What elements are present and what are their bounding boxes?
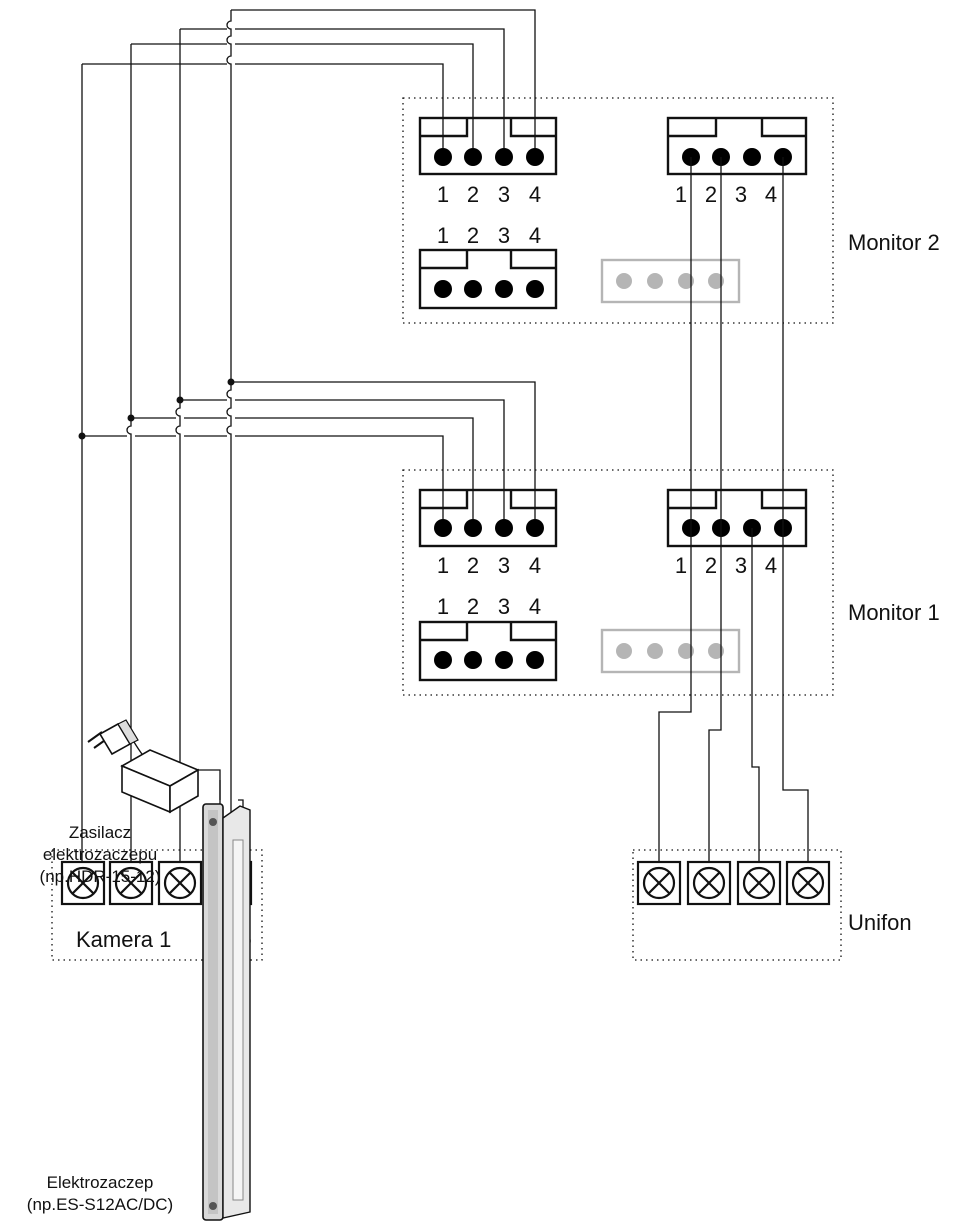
power-supply-label-line-1: Zasilacz xyxy=(69,823,131,842)
handset-unifon: Unifon xyxy=(632,849,912,961)
monitor-2-outline xyxy=(402,97,834,324)
camera-label: Kamera 1 xyxy=(76,927,171,952)
pin-label: 1 xyxy=(437,594,449,619)
monitor-1-bottom-left-connector: 1 2 3 4 xyxy=(418,594,558,682)
pin-label: 4 xyxy=(765,182,777,207)
camera-bus-wires xyxy=(78,9,536,862)
monitor-1-inactive-connector xyxy=(600,628,741,674)
handset-terminal-3 xyxy=(736,860,782,906)
monitor-2-bottom-left-connector: 1 2 3 4 xyxy=(418,223,558,310)
monitor-2-label: Monitor 2 xyxy=(848,230,940,255)
pin-label: 2 xyxy=(467,223,479,248)
pin-4 xyxy=(526,148,544,166)
handset-wires xyxy=(658,157,809,862)
handset-terminal-1 xyxy=(636,860,682,906)
monitor-1-top-right-connector: 1 2 3 4 xyxy=(666,488,808,578)
pin-label: 3 xyxy=(498,223,510,248)
pin-label: 3 xyxy=(498,182,510,207)
camera-terminal-1 xyxy=(60,860,106,906)
power-supply-label-line-2: elektrozaczepu xyxy=(43,845,157,864)
door-strike-label-line-2: (np.ES-S12AC/DC) xyxy=(27,1195,173,1214)
monitor-1-label: Monitor 1 xyxy=(848,600,940,625)
power-supply-box xyxy=(120,749,200,814)
door-strike-label-line-1: Elektrozaczep xyxy=(47,1173,154,1192)
pin-2 xyxy=(464,148,482,166)
monitor-1-outline xyxy=(402,469,834,696)
pin-label: 3 xyxy=(735,182,747,207)
pin-3 xyxy=(495,148,513,166)
door-strike-icon xyxy=(202,803,251,1221)
pin-label: 4 xyxy=(765,553,777,578)
pin-label: 4 xyxy=(529,594,541,619)
pin-label: 1 xyxy=(437,223,449,248)
pin-label: 4 xyxy=(529,553,541,578)
pin-label: 2 xyxy=(705,182,717,207)
handset-terminal-4 xyxy=(785,860,831,906)
pin-1 xyxy=(434,148,452,166)
monitor-2-top-right-connector: 1 2 3 4 xyxy=(666,116,808,207)
door-strike: Elektrozaczep (np.ES-S12AC/DC) xyxy=(27,803,251,1221)
power-supply: Zasilacz elektrozaczepu (np.HDR-15-12) xyxy=(40,719,244,948)
pin-label: 2 xyxy=(467,182,479,207)
pin-label: 1 xyxy=(675,182,687,207)
pin-label: 1 xyxy=(437,182,449,207)
monitor-2: 1 2 3 4 1 2 3 4 1 2 3 xyxy=(402,97,940,324)
pin-label: 1 xyxy=(437,553,449,578)
pin-label: 3 xyxy=(498,594,510,619)
power-supply-label-line-3: (np.HDR-15-12) xyxy=(40,867,161,886)
monitor-2-inactive-connector xyxy=(600,258,741,304)
handset-label: Unifon xyxy=(848,910,912,935)
camera-outline xyxy=(51,849,263,961)
pin-label: 4 xyxy=(529,182,541,207)
monitor-1: 1 2 3 4 1 2 3 4 1 2 3 4 xyxy=(402,469,940,696)
handset-terminal-2 xyxy=(686,860,732,906)
camera-terminal-3 xyxy=(157,860,203,906)
pin-label: 1 xyxy=(675,553,687,578)
pin-label: 4 xyxy=(529,223,541,248)
pin-label: 3 xyxy=(735,553,747,578)
pin-label: 2 xyxy=(467,594,479,619)
pin-label: 3 xyxy=(498,553,510,578)
camera-terminal-2 xyxy=(108,860,154,906)
pin-label: 2 xyxy=(705,553,717,578)
pin-label: 2 xyxy=(467,553,479,578)
